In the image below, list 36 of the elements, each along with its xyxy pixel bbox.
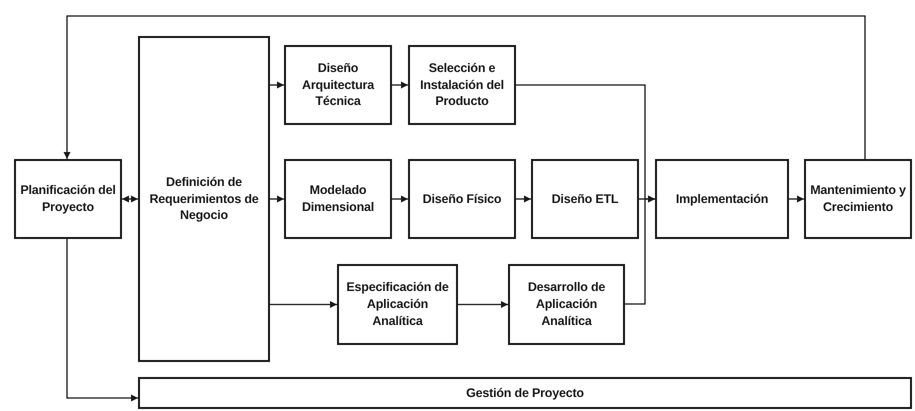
process-box	[138, 377, 912, 409]
arrow	[789, 196, 804, 202]
arrow	[270, 196, 284, 202]
process-box	[284, 45, 392, 125]
process-box	[655, 159, 789, 239]
arrow	[270, 301, 337, 308]
arrow	[392, 196, 408, 202]
arrow	[625, 196, 655, 305]
box-label: Planificación del Proyecto	[20, 182, 116, 216]
box-label: Especificación de Aplicación Analítica	[345, 279, 450, 330]
process-box	[337, 264, 458, 345]
box-label: Modelado Dimensional	[300, 182, 376, 216]
process-box	[408, 45, 516, 125]
arrow	[458, 301, 508, 308]
process-box	[284, 159, 392, 239]
box-label: Gestión de Proyecto	[466, 384, 584, 402]
arrow	[516, 196, 531, 202]
box-label: Mantenimiento y Crecimiento	[810, 182, 906, 216]
box-label: Diseño ETL	[552, 190, 618, 208]
box-label: Desarrollo de Aplicación Analítica	[526, 279, 606, 330]
box-label: Selección e Instalación del Producto	[419, 60, 505, 110]
process-box	[138, 36, 270, 362]
process-box	[408, 159, 516, 239]
box-label: Definición de Requerimientos de Negocio	[148, 174, 260, 224]
arrow	[122, 196, 138, 202]
arrow	[270, 82, 284, 88]
process-box	[14, 159, 122, 239]
box-label: Diseño Físico	[422, 190, 502, 208]
arrow	[392, 82, 408, 88]
process-box	[531, 159, 639, 239]
arrow	[66, 239, 138, 402]
box-label: Implementación	[676, 190, 768, 208]
process-box	[804, 159, 912, 239]
box-label: Diseño Arquitectura Técnica	[301, 60, 376, 110]
arrow	[64, 15, 866, 159]
process-box	[508, 264, 625, 345]
